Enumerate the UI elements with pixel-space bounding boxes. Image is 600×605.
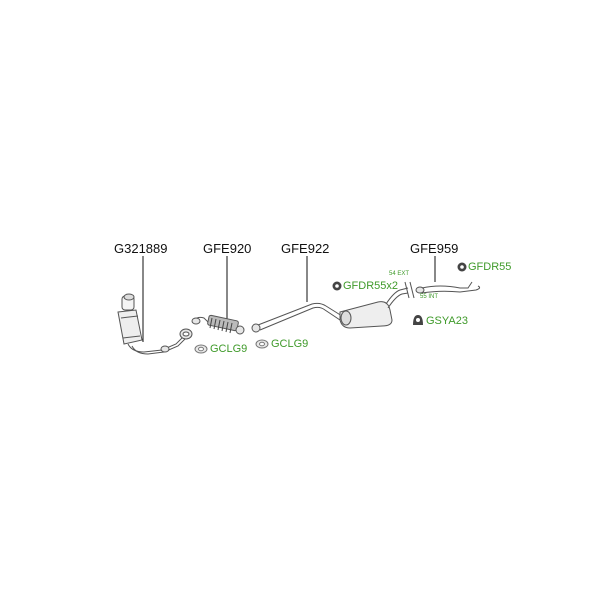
part-gfe959-drawing [404, 281, 481, 299]
part-label-g321889[interactable]: G321889 [114, 241, 168, 256]
hanger-icon [413, 315, 423, 325]
part-gfe922-drawing [251, 287, 409, 333]
rubber-mount-icon [457, 262, 467, 272]
part-label-gfe922[interactable]: GFE922 [281, 241, 330, 256]
part-label-gfe920[interactable]: GFE920 [203, 241, 252, 256]
accessory-label-gclg9-2[interactable]: GCLG9 [271, 338, 309, 350]
accessory-label-gfdr55x2[interactable]: GFDR55x2 [343, 280, 399, 292]
accessory-label-gsya23[interactable]: GSYA23 [426, 315, 468, 327]
gasket-icon [255, 339, 269, 349]
gasket-icon [194, 344, 208, 354]
joint-note-int: 55 INT [420, 294, 439, 300]
part-gfe920-drawing [191, 314, 245, 335]
joint-note-ext: 54 EXT [389, 271, 410, 277]
part-g321889-drawing [117, 293, 193, 355]
accessory-label-gclg9-1[interactable]: GCLG9 [210, 343, 248, 355]
rubber-mount-icon [332, 281, 342, 291]
accessory-label-gfdr55[interactable]: GFDR55 [468, 261, 512, 273]
part-label-gfe959[interactable]: GFE959 [410, 241, 459, 256]
